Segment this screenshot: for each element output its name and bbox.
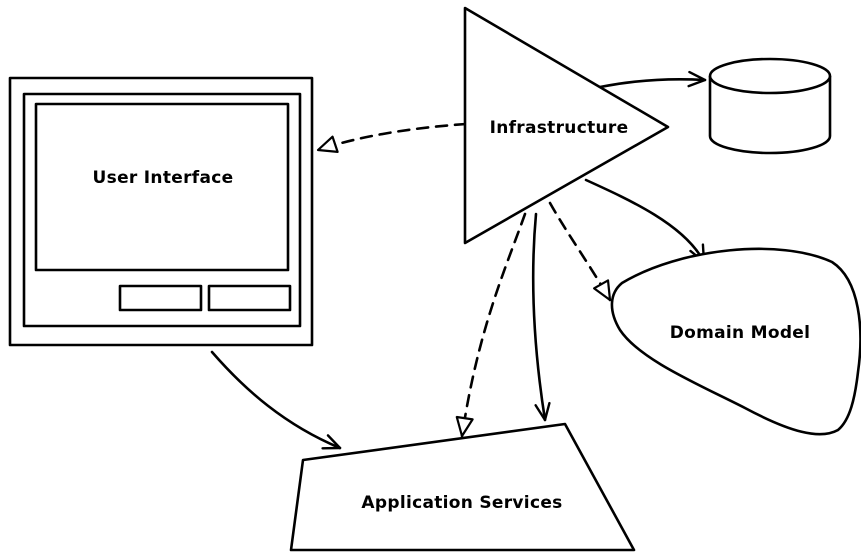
connector-infrastructure-to-domain-model-dashed [548,201,612,302]
ui-outer-frame [8,76,314,347]
database-cylinder-top [708,57,832,95]
infrastructure-node: Infrastructure [463,6,670,245]
connector-infrastructure-to-ui-dashed [316,122,468,154]
domain-model-label: Domain Model [670,323,811,343]
ui-button-left [118,284,203,312]
ui-inner-frame [22,92,302,328]
connector-infrastructure-to-database [598,70,707,89]
infrastructure-label: Infrastructure [490,118,629,138]
user-interface-label: User Interface [93,168,234,188]
user-interface-node: User Interface [8,76,314,347]
application-services-label: Application Services [361,493,562,513]
connector-infrastructure-to-application-services [531,212,551,422]
application-services-trapezoid [289,422,636,552]
ui-screen [34,102,290,272]
connector-infrastructure-to-domain-model [584,178,706,264]
application-services-node: Application Services [289,422,636,552]
domain-model-blob [610,247,861,436]
connector-infrastructure-to-application-services-dashed [455,212,527,438]
database-node [708,57,832,155]
database-cylinder-body [708,76,832,155]
connector-ui-to-application-services [210,350,342,450]
ui-button-right [207,284,292,312]
domain-model-node: Domain Model [610,247,861,436]
infrastructure-triangle [463,6,670,245]
